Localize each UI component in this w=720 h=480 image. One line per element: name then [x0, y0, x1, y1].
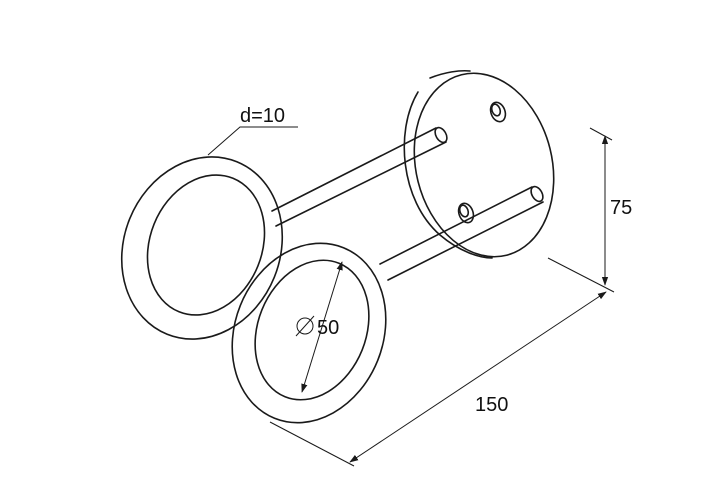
ring-diameter-dimension: 50	[295, 261, 343, 393]
ring-diameter-label: 50	[317, 317, 339, 339]
length-dimension: 150	[269, 291, 607, 467]
height-dimension: 75	[547, 127, 632, 293]
screw-hole-bottom	[457, 202, 475, 224]
diameter-icon	[295, 315, 315, 337]
mounting-plate	[403, 69, 555, 259]
rod-diameter-callout: d=10	[207, 105, 298, 156]
rod-diameter-label: d=10	[240, 105, 285, 127]
screw-hole-top	[489, 101, 507, 123]
length-label: 150	[475, 394, 508, 416]
ring-upper	[120, 156, 284, 340]
height-label: 75	[610, 197, 632, 219]
rod-lower	[379, 185, 544, 281]
rod-upper	[271, 126, 448, 227]
